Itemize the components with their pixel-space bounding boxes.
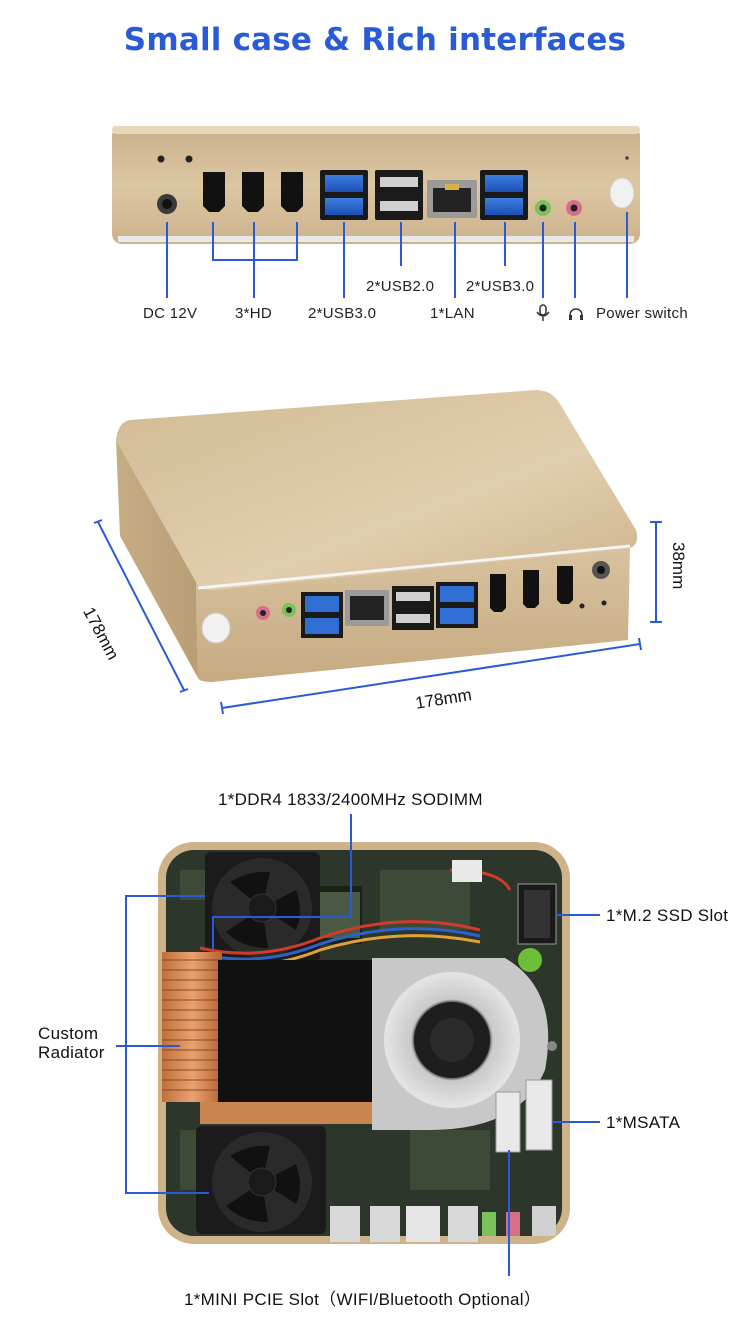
rear-panel-illustration [112,126,640,244]
hd-leader-3 [296,222,298,260]
hd-leader-1 [212,222,214,260]
m2-label: 1*M.2 SSD Slot [606,906,729,925]
usb3-right-leader [504,222,506,266]
usb2-label: 2*USB2.0 [366,278,435,295]
usb3-left-leader [343,222,345,298]
usb2-leader [400,222,402,266]
radiator-bracket-bottom [125,1192,209,1194]
height-dimension-label: 38mm [669,542,688,590]
radiator-leader [116,1045,180,1047]
internal-board-illustration [158,842,570,1244]
radiator-bracket-v [125,895,127,1193]
usb3-right-label: 2*USB3.0 [466,278,535,295]
dc-label: DC 12V [143,305,198,322]
msata-label: 1*MSATA [606,1113,681,1132]
ram-leader-drop [212,916,214,950]
lan-label: 1*LAN [430,305,475,322]
hd-label: 3*HD [235,305,273,322]
power-label: Power switch [596,305,688,322]
case-isometric-illustration [93,390,662,715]
ram-leader-v [350,814,352,918]
hd-bracket [212,259,298,261]
headphone-leader [574,222,576,298]
power-leader [626,212,628,298]
radiator-label-line2: Radiator [38,1043,105,1062]
msata-leader [552,1121,600,1123]
ram-leader-h [214,916,352,918]
pcie-label: 1*MINI PCIE Slot（WIFI/Bluetooth Optional… [184,1290,542,1309]
m2-leader [556,914,600,916]
radiator-label-line1: Custom [38,1024,99,1043]
dc-leader [166,222,168,298]
ram-label: 1*DDR4 1833/2400MHz SODIMM [218,790,483,809]
page-title: Small case & Rich interfaces [123,22,627,58]
radiator-bracket-top [125,895,205,897]
mic-leader [542,222,544,298]
microphone-icon [536,304,550,321]
usb3-left-label: 2*USB3.0 [308,305,377,322]
pcie-leader [508,1150,510,1276]
lan-leader [454,222,456,298]
headphone-icon [569,308,583,320]
